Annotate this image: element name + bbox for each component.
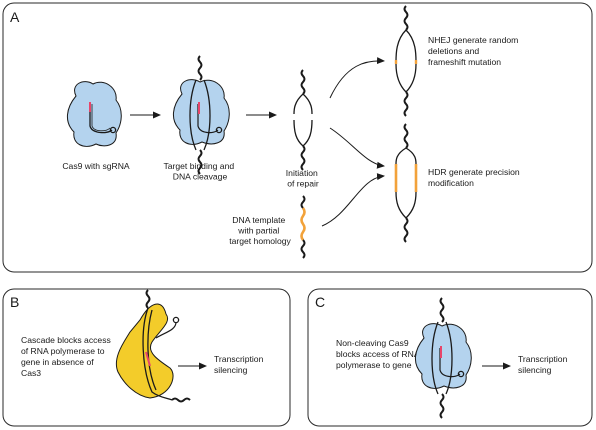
cas9-protein — [67, 81, 122, 147]
arrow-to-nhej — [329, 57, 385, 99]
label-b-silencing: Transcription silencing — [214, 354, 266, 375]
dna-template-strand — [300, 195, 306, 259]
panel-a — [2, 2, 593, 273]
hdr-dna — [394, 123, 418, 243]
label-hdr: HDR generate precision modification — [428, 167, 522, 188]
nhej-dna — [394, 5, 418, 117]
label-c-silencing: Transcription silencing — [518, 354, 570, 375]
label-dna-template: DNA template with partial target homolog… — [229, 215, 291, 246]
panel-c — [307, 288, 593, 427]
panel-a-letter: A — [10, 9, 20, 25]
cas9-bound-dna — [173, 55, 230, 175]
label-target-binding: Target binding and DNA cleavage — [163, 161, 236, 182]
cascade-complex — [116, 289, 191, 403]
label-nhej: NHEJ generate random deletions and frame… — [428, 35, 521, 67]
panel-b-letter: B — [10, 294, 19, 310]
cas9-dead-complex — [415, 297, 472, 419]
label-cas9-sgrna: Cas9 with sgRNA — [62, 161, 130, 171]
label-initiation-repair: Initiation of repair — [286, 168, 320, 189]
arrow-to-hdr — [329, 127, 385, 169]
panel-c-letter: C — [315, 294, 325, 310]
arrow-template-to-hdr — [321, 173, 385, 227]
panel-b — [2, 288, 291, 427]
label-cascade: Cascade blocks access of RNA polymerase … — [21, 335, 113, 378]
broken-dna — [293, 69, 313, 171]
label-noncleaving-cas9: Non-cleaving Cas9 blocks access of RNA p… — [336, 338, 422, 370]
